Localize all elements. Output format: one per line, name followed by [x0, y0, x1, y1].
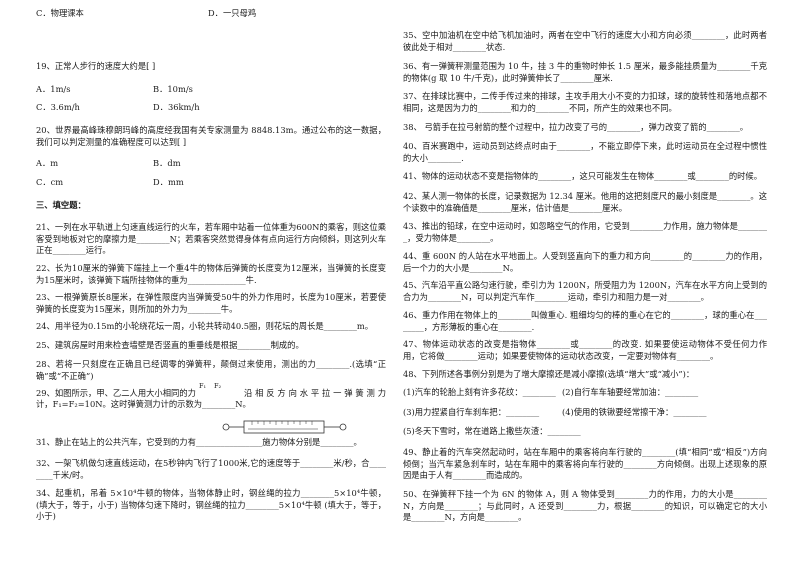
- q20-option-c: C．cm: [36, 177, 64, 187]
- q19-stem: 19、正常人步行的速度大约是[ ]: [36, 61, 156, 71]
- question-40: 40、百米赛跑中，运动员到达终点时由于________，不能立即停下来，此时运动…: [403, 141, 767, 163]
- question-46: 46、重力作用在物体上的________叫做重心. 粗细均匀的棒的重心在它的__…: [403, 310, 767, 332]
- q18-option-d: D．一只母鸡: [208, 8, 257, 18]
- question-36: 36、有一弹簧秤测量范围为 10 牛，挂 3 牛的重物时伸长 1.5 厘米，最多…: [403, 61, 767, 83]
- question-31: 31、静止在站上的公共汽车，它受到的力有________________施力物体…: [36, 437, 362, 447]
- question-42: 42、某人测一物体的长度，记录数据为 12.34 厘米。他用的这把刻度尺的最小刻…: [403, 191, 767, 213]
- question-37: 37、在排球比赛中，二传手传过来的排球，主攻手用大小不变的力扣球，球的旋转性和落…: [403, 91, 767, 113]
- q18-option-c: C．物理课本: [36, 8, 84, 18]
- question-24: 24、用半径为0.15m的小轮绕花坛一周，小轮共转动40.5圈，则花坛的周长是_…: [36, 321, 374, 331]
- question-47: 47、物体运动状态的改变是指物体________或________的改变. 如果…: [403, 339, 767, 361]
- question-22: 22、长为10厘米的弹簧下端挂上一个重4牛的物体后弹簧的长度变为12厘米，当弹簧…: [36, 263, 386, 285]
- question-45: 45、汽车沿平直公路匀速行驶，牵引力为 1200N，所受阻力为 1200N，汽车…: [403, 280, 767, 302]
- question-48-item-1: (1)汽车的轮胎上刻有许多花纹：________: [403, 387, 556, 397]
- question-48-item-3: (3)用力捏紧自行车刹车把：________: [403, 407, 540, 417]
- question-50: 50、在弹簧秤下挂一个为 6N 的物体 A，则 A 物体受到________力的…: [403, 489, 767, 522]
- question-35: 35、空中加油机在空中给飞机加油时，两者在空中飞行的速度大小和方向必须_____…: [403, 30, 767, 52]
- question-29-part3: 计，F₁=F₂=10N。这时弹簧测力计的示数为________N。: [36, 399, 251, 409]
- q20-option-d: D．mm: [153, 177, 184, 187]
- q20-stem: 20、世界最高峰珠穆朗玛峰的高度经我国有关专家测量为 8848.13m。通过公布…: [36, 125, 386, 147]
- question-28: 28、若将一只刻度在正确且已经调零的弹簧秤，颠倒过来使用，测出的力_______…: [36, 359, 386, 381]
- question-48-stem: 48、下列所述各事例分别是为了增大摩擦还是减小摩擦(选填“增大”或“减小”)：: [403, 369, 695, 379]
- figure-label-f2: F₂: [214, 382, 222, 390]
- question-34: 34、起重机，吊着 5×10⁴牛顿的物体，当物体静止时，钢丝绳的拉力______…: [36, 488, 386, 521]
- question-41: 41、物体的运动状态不变是指物体的________，这只可能发生在物体_____…: [403, 171, 763, 181]
- question-49: 49、静止着的汽车突然起动时，站在车厢中的乘客将向车行驶的________(填“…: [403, 447, 767, 480]
- scale-ticks: [251, 421, 313, 425]
- question-44: 44、重 600N 的人站在水平地面上。人受到竖直向下的重力和方向_______…: [403, 251, 767, 273]
- q19-option-b: B．10m/s: [153, 84, 193, 94]
- question-23: 23、一根弹簧原长8厘米，在弹性限度内当弹簧受50牛的外力作用时，长度为10厘米…: [36, 292, 386, 314]
- q19-option-a: A．1m/s: [36, 84, 71, 94]
- question-29-part1: 29、如图所示，甲、乙二人用大小相同的力: [36, 388, 196, 398]
- left-pull-ring: [222, 423, 230, 431]
- q20-option-b: B．dm: [153, 158, 181, 168]
- section-heading-fill-in: 三、填空题：: [36, 200, 86, 210]
- right-pull-ring: [339, 423, 347, 431]
- question-48-item-5: (5)冬天下雪时，常在道路上撒些灰渣：________: [403, 426, 581, 436]
- question-29-part2: 沿相反方向水平拉一弹簧测力: [244, 388, 386, 398]
- question-48-item-4: (4)使用的铁锹要经常擦干净：________: [562, 407, 707, 417]
- spring-scale-figure: [222, 420, 347, 434]
- question-38: 38、 弓箭手在拉弓射箭的整个过程中，拉力改变了弓的________，弹力改变了…: [403, 122, 749, 132]
- question-32: 32、一架飞机做匀速直线运动，在5秒钟内飞行了1000米,它的速度等于_____…: [36, 458, 386, 480]
- q20-option-a: A．m: [36, 158, 59, 168]
- question-43: 43、推出的铅球，在空中运动时，如忽略空气的作用，它受到________力作用，…: [403, 221, 767, 243]
- question-21: 21、一列在水平轨道上匀速直线运行的火车，若车厢中站着一位体重为600N的乘客，…: [36, 222, 386, 255]
- q19-option-c: C．3.6m/h: [36, 102, 80, 112]
- question-48-item-2: (2)自行车车轴要经常加油：________: [562, 387, 699, 397]
- q19-option-d: D．36km/h: [153, 102, 200, 112]
- figure-label-f1: F₁: [199, 382, 207, 390]
- question-25: 25、建筑房屋时用来检查墙壁是否竖直的重垂线是根据________制成的。: [36, 340, 304, 350]
